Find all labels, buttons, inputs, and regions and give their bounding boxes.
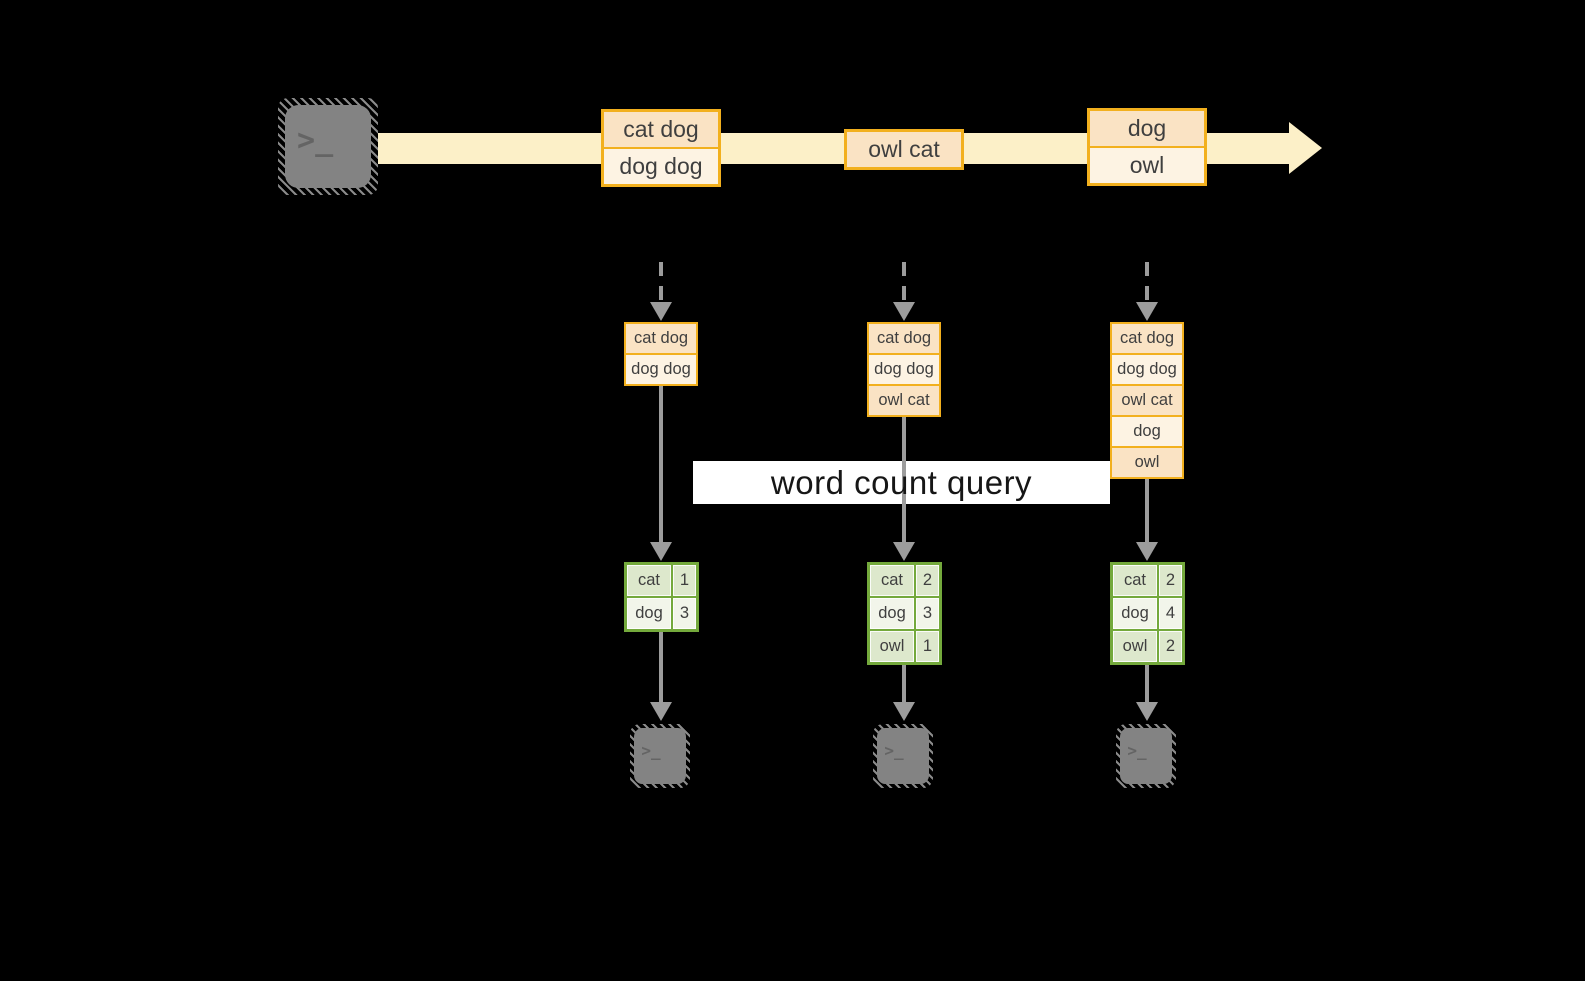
terminal-screen: >_ — [1120, 728, 1172, 784]
state-line: cat dog — [1112, 324, 1182, 353]
state-line: dog — [1112, 417, 1182, 446]
prompt-glyph-icon: >_ — [297, 123, 334, 159]
stream-batch-box-2: owl cat — [844, 129, 964, 170]
terminal-sink-icon-1: >_ — [630, 724, 690, 788]
dashed-arrow-line — [902, 262, 906, 302]
arrow-head-icon — [893, 542, 915, 561]
terminal-screen: >_ — [634, 728, 686, 784]
dashed-arrow-head-icon — [1136, 302, 1158, 321]
arrow-line — [659, 626, 663, 702]
prompt-glyph-icon: >_ — [1127, 740, 1147, 760]
stream-batch-box-3: dog owl — [1087, 108, 1207, 186]
state-line: dog dog — [626, 355, 696, 384]
count-value-cell: 4 — [1159, 598, 1182, 629]
word-count-query-label: word count query — [770, 463, 1033, 501]
arrow-head-icon — [893, 702, 915, 721]
arrow-line — [1145, 479, 1149, 542]
count-value-cell: 1 — [916, 631, 939, 662]
state-line: dog dog — [869, 355, 939, 384]
count-value-cell: 2 — [916, 565, 939, 596]
dashed-arrow-line — [659, 262, 663, 302]
state-line: owl cat — [1112, 386, 1182, 415]
terminal-sink-icon-3: >_ — [1116, 724, 1176, 788]
prompt-glyph-icon: >_ — [641, 740, 661, 760]
state-line: owl cat — [869, 386, 939, 415]
stream-batch-box-1: cat dog dog dog — [601, 109, 721, 187]
arrow-head-icon — [1136, 702, 1158, 721]
terminal-screen: >_ — [877, 728, 929, 784]
state-box-2: cat dog dog dog owl cat — [867, 322, 941, 417]
arrow-line — [659, 386, 663, 542]
stream-arrow-head-icon — [1289, 122, 1322, 174]
dashed-arrow-line — [1145, 262, 1149, 302]
stream-batch-line: dog dog — [604, 149, 718, 184]
count-word-cell: owl — [1113, 631, 1157, 662]
count-value-cell: 3 — [916, 598, 939, 629]
arrow-head-icon — [650, 542, 672, 561]
state-box-3: cat dog dog dog owl cat dog owl — [1110, 322, 1184, 479]
count-word-cell: cat — [870, 565, 914, 596]
state-line: dog dog — [1112, 355, 1182, 384]
prompt-glyph-icon: >_ — [884, 740, 904, 760]
stream-batch-line: owl cat — [847, 132, 961, 167]
count-table-1: cat 1 dog 3 — [624, 562, 699, 632]
stream-batch-line: owl — [1090, 148, 1204, 183]
arrow-head-icon — [1136, 542, 1158, 561]
state-line: owl — [1112, 448, 1182, 477]
count-word-cell: dog — [627, 598, 671, 629]
count-word-cell: cat — [1113, 565, 1157, 596]
dashed-arrow-head-icon — [650, 302, 672, 321]
count-value-cell: 2 — [1159, 565, 1182, 596]
count-value-cell: 2 — [1159, 631, 1182, 662]
state-line: cat dog — [626, 324, 696, 353]
stream-batch-line: cat dog — [604, 112, 718, 147]
count-value-cell: 1 — [673, 565, 696, 596]
arrow-head-icon — [650, 702, 672, 721]
state-line: cat dog — [869, 324, 939, 353]
count-word-cell: owl — [870, 631, 914, 662]
terminal-screen: >_ — [285, 104, 371, 189]
terminal-sink-icon-2: >_ — [873, 724, 933, 788]
stream-batch-line: dog — [1090, 111, 1204, 146]
state-box-1: cat dog dog dog — [624, 322, 698, 386]
terminal-source-icon: >_ — [278, 98, 378, 195]
arrow-line — [902, 417, 906, 542]
count-word-cell: dog — [870, 598, 914, 629]
count-value-cell: 3 — [673, 598, 696, 629]
word-count-query-band — [693, 461, 1110, 504]
arrow-line — [902, 657, 906, 702]
arrow-line — [1145, 657, 1149, 702]
count-word-cell: cat — [627, 565, 671, 596]
count-table-3: cat 2 dog 4 owl 2 — [1110, 562, 1185, 665]
count-table-2: cat 2 dog 3 owl 1 — [867, 562, 942, 665]
count-word-cell: dog — [1113, 598, 1157, 629]
dashed-arrow-head-icon — [893, 302, 915, 321]
